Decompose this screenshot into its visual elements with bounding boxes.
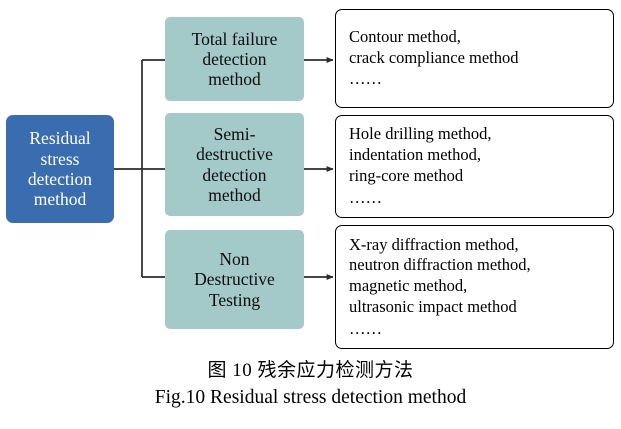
node-methods-1-line-1: indentation method,	[349, 145, 481, 165]
node-category-non-destructive-testing[interactable]: Non Destructive Testing	[165, 230, 304, 329]
node-methods-1-ellipsis: ……	[349, 187, 382, 207]
figure-caption-english: Fig.10 Residual stress detection method	[154, 386, 467, 408]
node-methods-0-ellipsis: ……	[349, 69, 382, 89]
node-methods-2-line-1: neutron diffraction method,	[349, 255, 531, 275]
node-root-line-3: method	[33, 189, 87, 210]
node-category-semi-destructive-detection-method[interactable]: Semi- destructive detection method	[165, 113, 304, 216]
node-category-2-line-1: Destructive	[194, 269, 275, 290]
node-category-0-line-0: Total failure	[191, 28, 278, 49]
node-category-1-line-3: method	[208, 184, 261, 205]
node-methods-2-ellipsis: ……	[349, 318, 382, 338]
node-root-line-0: Residual	[29, 128, 91, 149]
node-category-0-line-1: detection	[202, 48, 267, 69]
node-category-0-line-2: method	[208, 69, 261, 90]
node-category-1-line-0: Semi-	[213, 123, 256, 144]
node-methods-1-line-2: ring-core method	[349, 166, 464, 185]
node-category-1-line-1: destructive	[196, 144, 273, 165]
node-methods-total-failure[interactable]: Contour method, crack compliance method …	[335, 9, 614, 108]
node-methods-semi-destructive[interactable]: Hole drilling method, indentation method…	[335, 115, 614, 218]
node-root-line-1: stress	[40, 148, 80, 169]
node-methods-2-line-3: ultrasonic impact method	[349, 296, 517, 316]
node-category-1-line-2: detection	[202, 164, 267, 185]
node-methods-0-line-1: crack compliance method	[349, 47, 519, 67]
node-root[interactable]: Residual stress detection method	[6, 115, 114, 223]
node-category-2-line-2: Testing	[208, 289, 261, 310]
node-root-line-2: detection	[27, 169, 93, 189]
node-methods-2-line-0: X-ray diffraction method,	[349, 234, 519, 254]
node-methods-2-line-2: magnetic method,	[349, 276, 468, 296]
node-category-2-line-0: Non	[219, 249, 250, 270]
node-category-total-failure-detection-method[interactable]: Total failure detection method	[165, 17, 304, 101]
node-methods-0-line-0: Contour method,	[349, 26, 461, 46]
node-methods-1-line-0: Hole drilling method,	[349, 124, 492, 144]
figure-caption-chinese: 图 10 残余应力检测方法	[207, 360, 414, 381]
node-methods-non-destructive[interactable]: X-ray diffraction method, neutron diffra…	[335, 225, 614, 349]
figure-caption: 图 10 残余应力检测方法 Fig.10 Residual stress det…	[0, 358, 621, 410]
